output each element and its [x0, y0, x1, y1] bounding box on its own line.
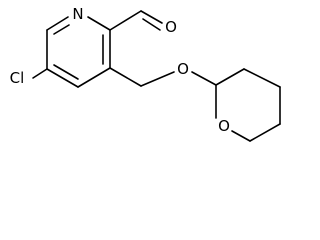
bond-thp-c5-c6 — [249, 123, 281, 142]
atom-label-ring-o: O — [218, 117, 230, 135]
bond-cho-o-double — [142, 18, 161, 31]
bond-c5-cl — [32, 68, 48, 79]
bond-c6-n1-double — [53, 24, 70, 35]
bond-c4-c5 — [46, 68, 79, 88]
bond-c6-n1 — [46, 16, 69, 31]
bond-cho-o — [140, 10, 163, 24]
bond-thp-c3-c4 — [243, 68, 281, 88]
bond-c2-cho — [109, 10, 142, 31]
bond-c3-ch2 — [109, 67, 142, 87]
bond-o-c2thp — [191, 71, 217, 86]
pyridine-ring — [46, 16, 111, 88]
atom-label-chlorine: Cl — [10, 69, 25, 87]
bond-c4-c5-double — [53, 64, 79, 80]
atom-label-ether-o: O — [177, 60, 189, 78]
atom-label-aldehyde-o: O — [165, 18, 177, 36]
bond-n1-c2 — [87, 16, 111, 31]
chemical-structure: N O Cl O O — [10, 5, 281, 142]
bond-c3-c4 — [77, 67, 111, 88]
bond-thp-c2-c3 — [215, 68, 245, 86]
bond-ch2-o — [140, 71, 175, 87]
tetrahydropyran-ring — [215, 68, 281, 142]
methoxy-linker — [109, 67, 217, 87]
atom-label-pyridine-n: N — [72, 5, 83, 23]
aldehyde-group — [109, 10, 163, 31]
bond-thp-c6-o — [231, 130, 251, 142]
